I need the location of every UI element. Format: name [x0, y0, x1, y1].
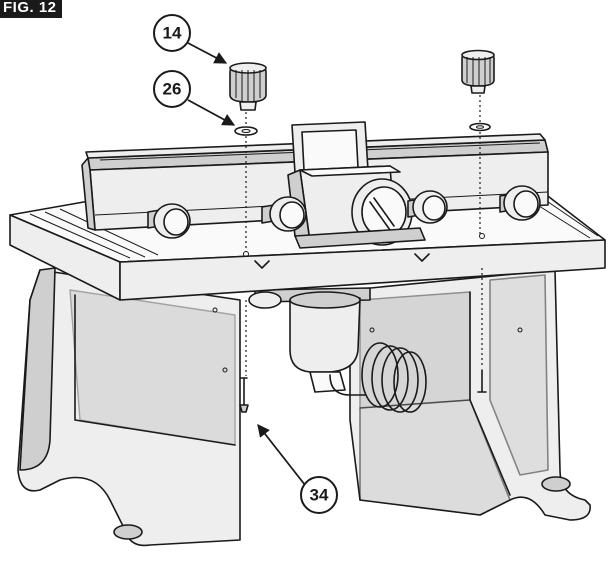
figure-label: FIG. 12: [0, 0, 62, 18]
callout-14: 14: [153, 14, 228, 64]
dust-port-hood: [287, 121, 426, 249]
knob-part-left: [229, 62, 267, 111]
washer-part-right: [469, 122, 491, 132]
knob-part-right: [461, 49, 495, 94]
washer-part-left: [234, 126, 258, 136]
callout-14-label: 14: [163, 24, 182, 43]
carriage-bolt-part: [239, 377, 249, 413]
foot-pad-right: [541, 476, 571, 492]
fence-knob-left-outer: [147, 203, 191, 239]
fence-knob-left-inner: [261, 196, 307, 232]
fence-knob-right-inner: [407, 190, 448, 224]
power-cord-coil: [329, 342, 427, 413]
router-motor: [248, 287, 427, 413]
callout-34-label: 34: [310, 486, 329, 505]
left-leg: [17, 267, 241, 547]
right-leg: [349, 269, 591, 521]
foot-pad-left: [113, 524, 143, 540]
callout-34: 34: [257, 424, 338, 514]
callout-26-label: 26: [163, 80, 182, 99]
callout-26: 26: [153, 70, 236, 126]
assembly-lines: [245, 95, 483, 376]
fence-knob-right-outer: [499, 185, 541, 221]
